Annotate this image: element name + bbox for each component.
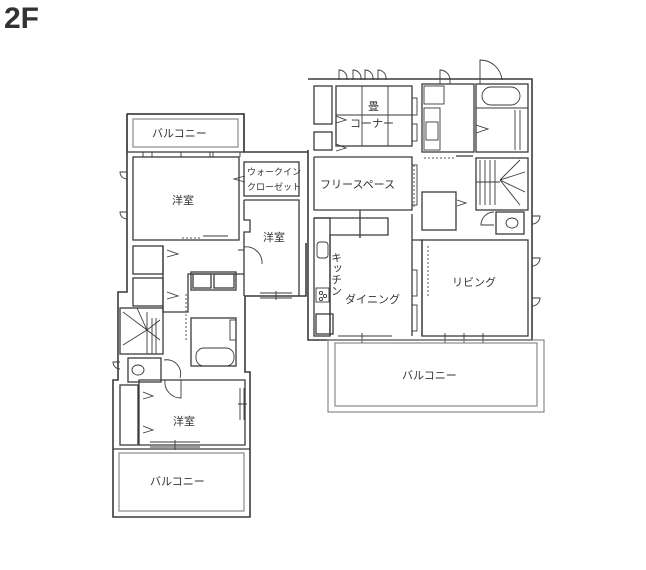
label-tatami-corner: コーナー xyxy=(350,117,394,130)
washroom-top xyxy=(421,83,475,153)
label-kitchen: キッチン xyxy=(330,252,343,296)
basin xyxy=(425,121,439,141)
toilet-left-room xyxy=(127,357,162,383)
closet-a xyxy=(132,245,164,275)
storage-arrow xyxy=(456,199,468,207)
western-room-2-walls xyxy=(243,199,300,296)
living-sliding-a xyxy=(411,269,418,297)
hall-walls xyxy=(162,246,244,313)
toilet-right-doors xyxy=(480,211,541,226)
closet-door-arrow xyxy=(232,175,246,183)
vanity xyxy=(423,107,441,151)
shelf xyxy=(229,319,237,341)
balcony-right-inner xyxy=(334,342,538,407)
storage-center xyxy=(421,191,457,231)
bathroom-details xyxy=(476,107,528,150)
sink-cabinet xyxy=(192,273,212,289)
kitchen-sink xyxy=(316,241,329,259)
tatami-side-a xyxy=(411,97,418,116)
toilet-left-icon xyxy=(131,364,145,376)
stair-treads-right xyxy=(476,159,526,206)
closet-c-arrows xyxy=(142,391,155,434)
dining-window xyxy=(338,333,392,343)
label-balcony-bottom-left: バルコニー xyxy=(150,475,205,488)
bathroom-top xyxy=(475,83,529,153)
washer xyxy=(423,85,445,105)
label-tatami-kanji: 畳 xyxy=(368,100,379,113)
tatami-windows-top xyxy=(338,69,387,80)
tatami-mats xyxy=(336,86,412,146)
stairs-right xyxy=(475,157,529,211)
floor-label: 2F xyxy=(4,2,40,35)
western-room-2-window xyxy=(260,291,292,300)
closet-c xyxy=(119,384,139,446)
balcony-bottom-left-inner xyxy=(118,452,245,512)
label-dining: ダイニング xyxy=(345,292,400,306)
sliding-door xyxy=(203,235,228,241)
toilet-right-icon xyxy=(505,217,519,229)
label-balcony-right: バルコニー xyxy=(402,369,457,382)
living-sliding-b xyxy=(411,304,418,332)
walk-in-closet-walls xyxy=(243,161,300,197)
fridge xyxy=(315,313,334,335)
label-living: リビング xyxy=(452,275,496,289)
label-wic-2: クローゼット xyxy=(247,181,301,193)
bathroom-door xyxy=(479,59,503,84)
toilet-doors xyxy=(112,359,182,379)
balcony-right-outer xyxy=(327,339,545,413)
bathtub-left xyxy=(195,347,235,367)
label-western-room-2: 洋室 xyxy=(263,230,285,244)
living-window xyxy=(432,333,500,343)
closet-e xyxy=(313,131,333,151)
window-marks xyxy=(142,152,241,157)
washroom xyxy=(190,317,237,367)
tatami-side-b xyxy=(411,123,418,142)
western-room-3-window-side xyxy=(238,388,247,420)
burner-1 xyxy=(318,290,324,296)
bathroom-arrow xyxy=(475,124,490,134)
free-space-walls xyxy=(313,156,413,238)
living-side-windows xyxy=(531,257,541,307)
stairs-left xyxy=(119,307,164,355)
label-western-room-1: 洋室 xyxy=(172,193,194,207)
western-room-1-walls xyxy=(132,156,240,241)
free-space-sliding xyxy=(411,164,418,206)
western-room-3-walls xyxy=(138,379,246,446)
kitchen-counter-walls xyxy=(314,217,389,336)
washroom-counter xyxy=(190,271,237,291)
tatami-corner xyxy=(335,85,413,147)
label-wic-1: ウォークイン xyxy=(247,167,301,178)
cooktop xyxy=(315,287,330,303)
closet-b xyxy=(132,277,164,307)
kitchen-counter xyxy=(313,217,331,337)
balcony-top-left-outline xyxy=(126,113,245,153)
stair-treads xyxy=(122,307,161,354)
label-western-room-3: 洋室 xyxy=(173,414,195,428)
closet-arrows xyxy=(166,249,180,300)
sink xyxy=(213,273,235,289)
label-balcony-top-left: バルコニー xyxy=(152,127,207,140)
closet-de-arrows xyxy=(335,115,348,152)
western-room-3-window xyxy=(150,440,200,450)
label-free-space: フリースペース xyxy=(320,178,395,191)
balcony-top-left-inner xyxy=(132,118,239,148)
burner-3 xyxy=(318,296,324,302)
toilet-right-room xyxy=(495,211,525,235)
western-room-3-door xyxy=(164,379,182,399)
closet-doors-left xyxy=(119,171,128,220)
bathtub-right xyxy=(481,86,521,106)
burner-2 xyxy=(322,293,328,299)
closet-d xyxy=(313,85,333,125)
washroom-window xyxy=(439,69,451,84)
western-room-2-door xyxy=(238,246,263,265)
